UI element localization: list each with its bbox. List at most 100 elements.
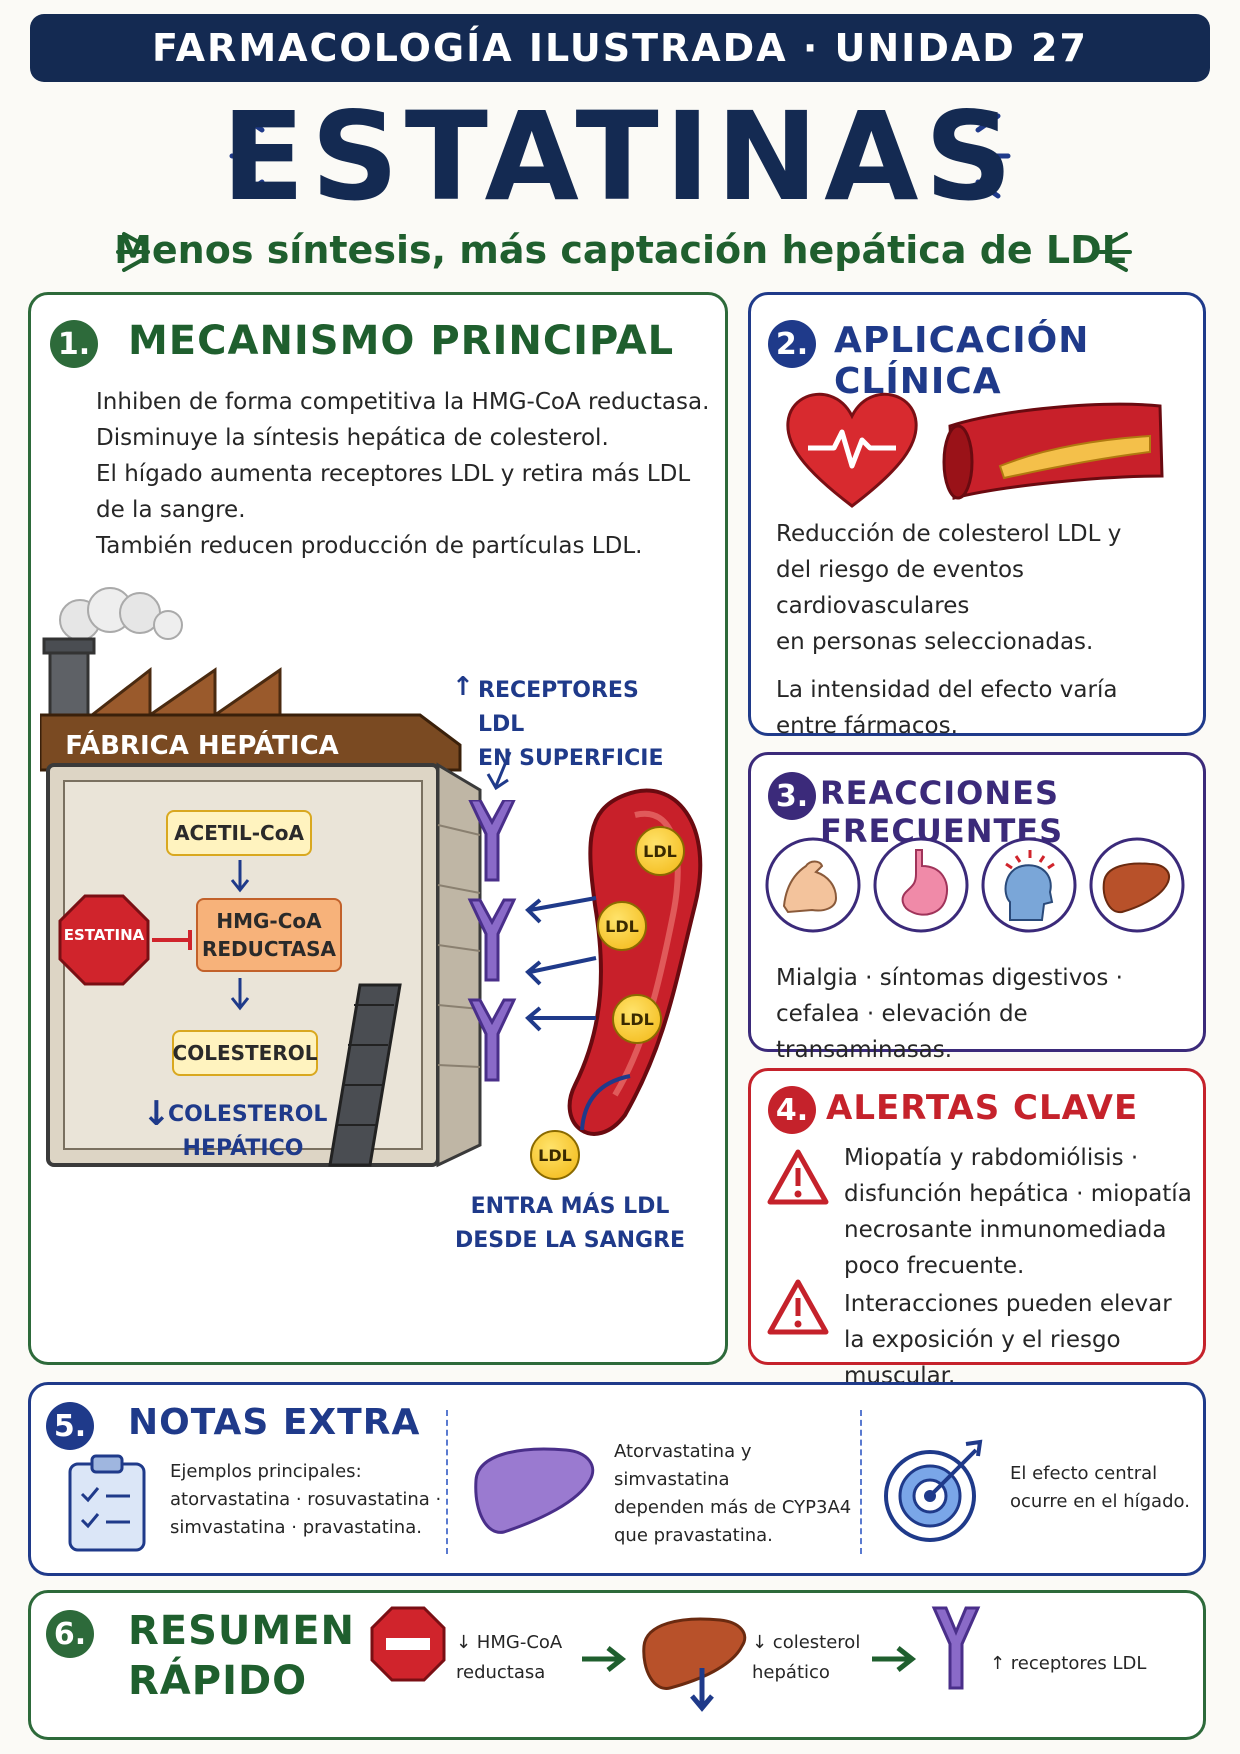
label-line: DESDE LA SANGRE [454, 1228, 686, 1253]
section-number: 3. [768, 772, 816, 820]
section-title: APLICACIÓN CLÍNICA [834, 320, 1090, 402]
text-line: reductasa [456, 1662, 546, 1683]
warning-icon [767, 1279, 829, 1335]
title-line: RESUMEN [128, 1608, 356, 1654]
section-title: MECANISMO PRINCIPAL [128, 318, 675, 364]
text-line: Disminuye la síntesis hepática de colest… [96, 425, 609, 451]
text-line: de la sangre. [96, 497, 246, 523]
divider [446, 1410, 448, 1554]
inhibition-arrow-icon [152, 930, 192, 950]
text-line: hepático [752, 1662, 830, 1683]
stomach-icon [873, 837, 969, 933]
section-number: 6. [46, 1610, 94, 1658]
summary-step-1: ↓ HMG-CoA reductasa [456, 1628, 576, 1688]
hmg-coa-reductase-box: HMG-CoA REDUCTASA [196, 898, 342, 972]
stop-sign-icon [58, 894, 150, 986]
liver-icon [1089, 837, 1185, 933]
heart-ekg-icon [786, 392, 918, 508]
text-line: poco frecuente. [844, 1253, 1025, 1279]
ldl-particle: LDL [635, 826, 685, 876]
target-icon [884, 1439, 983, 1542]
section-number: 5. [46, 1402, 94, 1450]
arrow-down-icon [486, 751, 512, 791]
text-line: en personas seleccionadas. [776, 629, 1094, 655]
examples-text: Ejemplos principales: atorvastatina · ro… [170, 1458, 450, 1542]
text-line: Miopatía y rabdomiólisis · [844, 1145, 1139, 1171]
clipboard-icon [68, 1454, 146, 1552]
muscle-icon [765, 837, 861, 933]
headache-icon [981, 837, 1077, 933]
liver-down-icon [642, 1617, 747, 1712]
smoke-icon [59, 587, 183, 641]
clinical-text: Reducción de colesterol LDL y del riesgo… [776, 516, 1196, 744]
hepatic-cholesterol-label: COLESTEROL HEPÁTICO [168, 1098, 328, 1166]
text-line: que pravastatina. [614, 1525, 773, 1546]
up-arrow-icon: ↑ [452, 672, 474, 702]
text-line: ocurre en el hígado. [1010, 1491, 1190, 1512]
down-arrow-icon: ↓ [142, 1094, 171, 1134]
ldl-particle: LDL [530, 1130, 580, 1180]
cholesterol-box: COLESTEROL [172, 1030, 318, 1076]
text-line: dependen más de CYP3A4 [614, 1497, 852, 1518]
ldl-receptors-illustration [467, 800, 517, 1082]
page-subtitle: Menos síntesis, más captación hepática d… [114, 228, 1126, 272]
label-line: COLESTEROL [168, 1102, 328, 1127]
label-line: RECEPTORES LDL [478, 678, 639, 737]
reductase-label: REDUCTASA [201, 937, 337, 961]
text-line: Inhiben de forma competitiva la HMG-CoA … [96, 389, 710, 415]
burst-left-icon [229, 113, 275, 199]
text-line: necrosante inmunomediada [844, 1217, 1167, 1243]
summary-step-2: ↓ colesterol hepático [752, 1628, 872, 1688]
cyp3a4-text: Atorvastatina y simvastatina dependen má… [614, 1438, 854, 1550]
burst-small-left-icon [116, 232, 150, 272]
arrow-down-icon [230, 978, 250, 1011]
ldl-inflow-arrows-icon [525, 896, 597, 1032]
alert-text-1: Miopatía y rabdomiólisis · disfunción he… [844, 1140, 1204, 1284]
central-effect-text: El efecto central ocurre en el hígado. [1010, 1460, 1200, 1516]
text-line: cefalea · elevación de transaminasas. [776, 1001, 1028, 1063]
text-line: La intensidad del efecto varía [776, 677, 1118, 703]
ldl-particle: LDL [597, 901, 647, 951]
ldl-particle: LDL [612, 994, 662, 1044]
alert-text-2: Interacciones pueden elevar la exposició… [844, 1286, 1204, 1394]
text-line: Atorvastatina y simvastatina [614, 1441, 752, 1490]
text-line: ↓ HMG-CoA [456, 1632, 563, 1653]
artery-plaque-icon [942, 402, 1164, 500]
series-title: FARMACOLOGÍA ILUSTRADA · UNIDAD 27 [152, 26, 1088, 70]
section-clinical-application [748, 292, 1206, 736]
stop-sign-icon [370, 1606, 446, 1682]
section-key-alerts [748, 1068, 1206, 1365]
mechanism-text: Inhiben de forma competitiva la HMG-CoA … [96, 384, 716, 564]
series-banner: FARMACOLOGÍA ILUSTRADA · UNIDAD 27 [30, 14, 1210, 82]
text-line: Ejemplos principales: [170, 1461, 362, 1482]
section-title: NOTAS EXTRA [128, 1402, 421, 1443]
title-line: RÁPIDO [128, 1658, 308, 1704]
text-line: También reducen producción de partículas… [96, 533, 643, 559]
warning-icon [767, 1149, 829, 1205]
blood-vessel-illustration [567, 788, 703, 1136]
burst-small-right-icon [1098, 232, 1132, 272]
text-line: Mialgia · síntomas digestivos · [776, 965, 1123, 991]
section-number: 1. [50, 320, 98, 368]
factory-label: FÁBRICA HEPÁTICA [65, 731, 339, 761]
arrow-down-icon [230, 860, 250, 893]
reactions-text: Mialgia · síntomas digestivos · cefalea … [776, 960, 1196, 1068]
text-line: El hígado aumenta receptores LDL y retir… [96, 461, 691, 487]
burst-right-icon [965, 113, 1011, 199]
text-line: ↓ colesterol [752, 1632, 861, 1653]
acetil-coa-box: ACETIL-CoA [166, 810, 312, 856]
summary-step-3: ↑ receptores LDL [990, 1653, 1147, 1674]
ldl-entry-label: ENTRA MÁS LDL DESDE LA SANGRE [440, 1190, 700, 1258]
statin-label: ESTATINA [63, 926, 145, 944]
divider [860, 1410, 862, 1554]
section-extra-notes [28, 1382, 1206, 1576]
ldl-receptor-icon [931, 1606, 981, 1690]
ldl-entry-arrow-icon [580, 1074, 631, 1131]
label-line: HEPÁTICO [182, 1136, 304, 1161]
text-line: simvastatina · pravastatina. [170, 1517, 422, 1538]
section-number: 4. [768, 1086, 816, 1134]
section-title: ALERTAS CLAVE [826, 1088, 1139, 1128]
text-line: Interacciones pueden elevar [844, 1291, 1172, 1317]
hmg-label: HMG-CoA [216, 909, 322, 933]
text-line: entre fármacos. [776, 713, 958, 739]
